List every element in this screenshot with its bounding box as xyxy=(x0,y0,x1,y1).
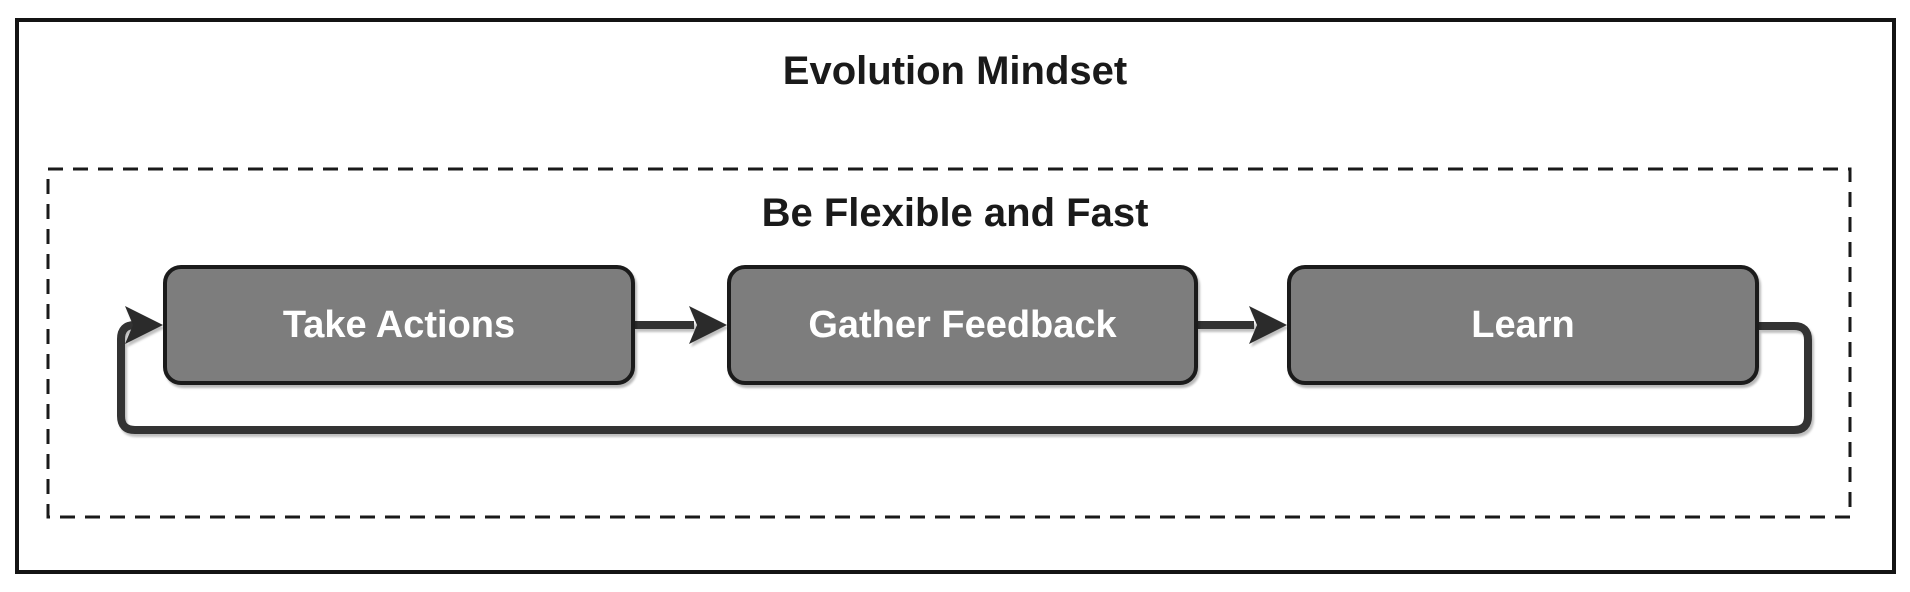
node-gather-feedback-label: Gather Feedback xyxy=(808,303,1117,346)
node-learn: Learn xyxy=(1287,265,1759,385)
node-learn-label: Learn xyxy=(1471,303,1575,346)
node-take-actions-label: Take Actions xyxy=(282,303,516,346)
node-take-actions: Take Actions xyxy=(163,265,635,385)
inner-subgraph-title: Be Flexible and Fast xyxy=(761,191,1149,235)
outer-subgraph-title: Evolution Mindset xyxy=(782,49,1128,93)
node-gather-feedback: Gather Feedback xyxy=(727,265,1198,385)
